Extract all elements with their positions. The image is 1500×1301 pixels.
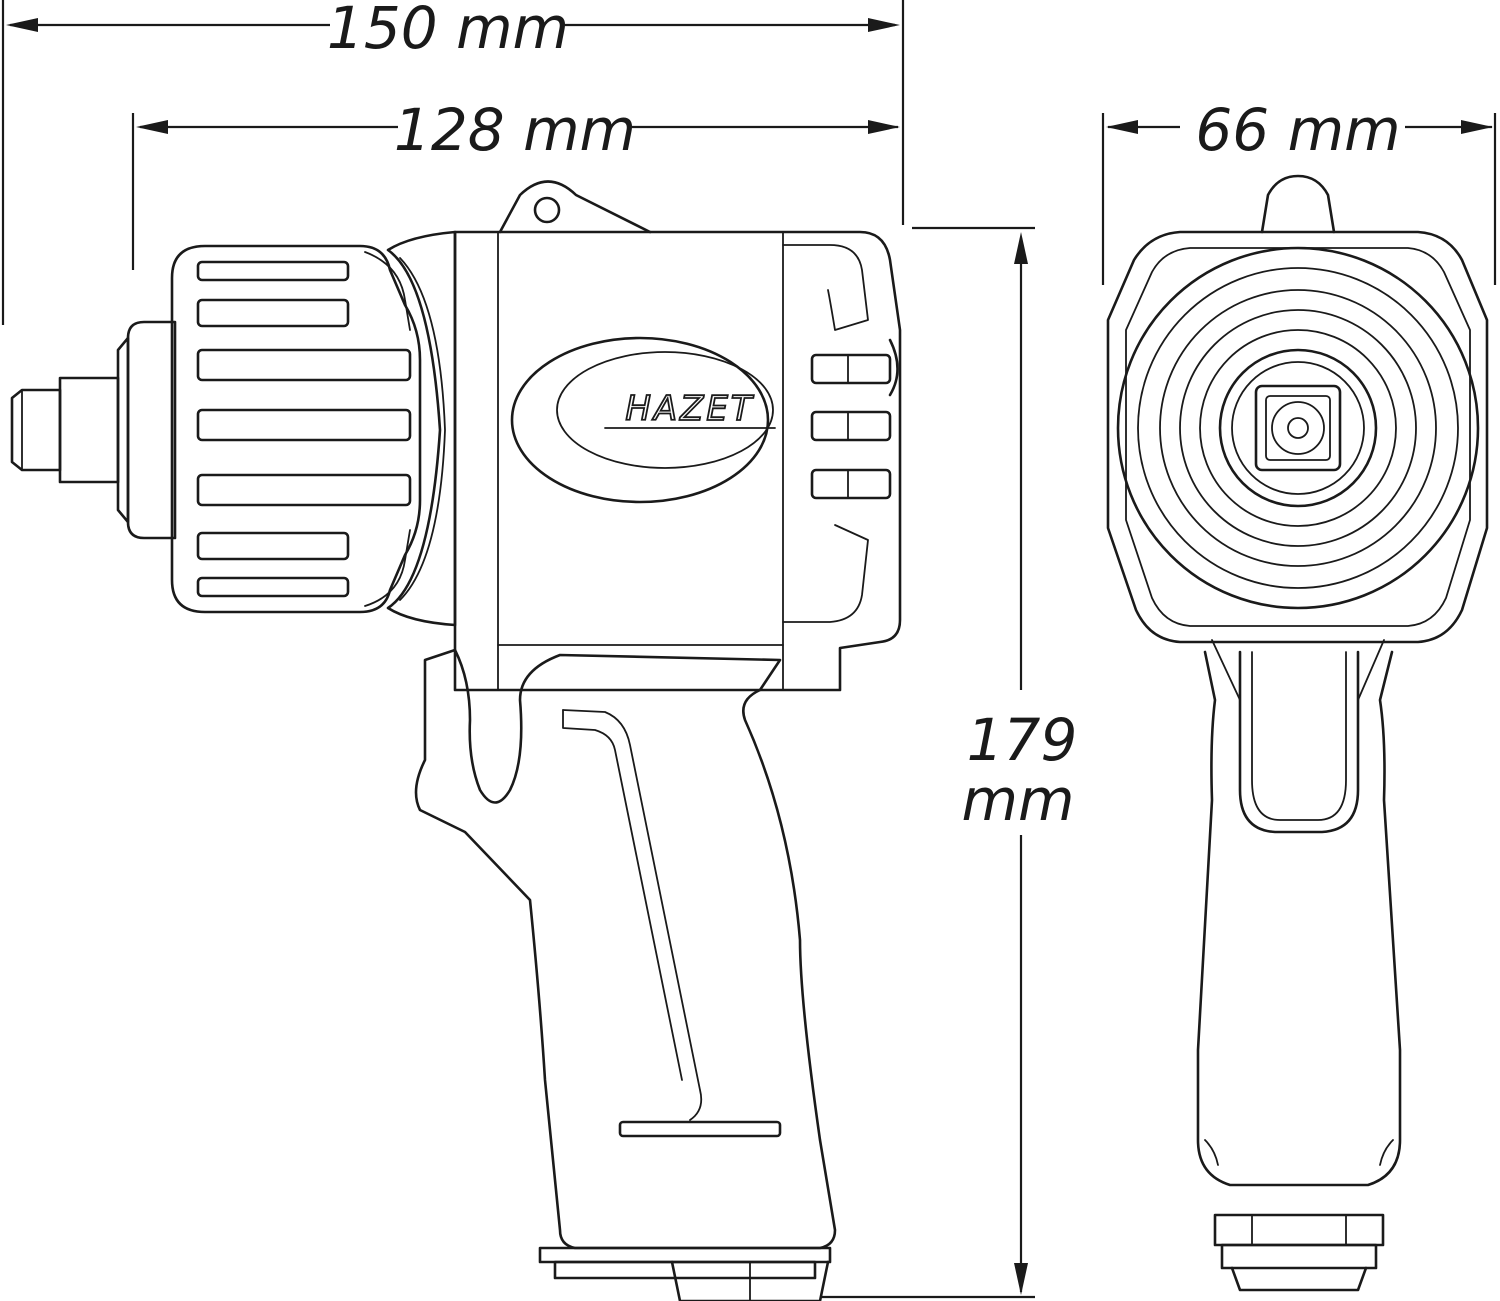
dimension-width: 66 mm [1101, 96, 1497, 285]
logo-badge: HAZET [510, 336, 776, 504]
pistol-grip [414, 648, 837, 1250]
height-unit-label: mm [962, 766, 1075, 834]
front-housing [170, 244, 422, 614]
side-view: HAZET [10, 180, 902, 1301]
front-air-inlet [1213, 1213, 1385, 1292]
front-view [1106, 174, 1489, 1292]
anvil [10, 336, 130, 524]
front-grip [1196, 639, 1402, 1187]
front-hanger-tab [1260, 174, 1336, 234]
body-length-label: 128 mm [394, 96, 636, 164]
width-label: 66 mm [1195, 96, 1400, 164]
height-value-label: 179 [967, 706, 1078, 774]
motor-body [453, 230, 902, 692]
front-nose [126, 320, 177, 540]
front-housing-outline [1106, 230, 1489, 644]
hanger-loop [498, 180, 652, 234]
dimension-overall-length: 150 mm [1, 0, 905, 325]
front-concentric-rings [1116, 246, 1480, 610]
exhaust-vents [810, 338, 899, 500]
dimension-height: 179 mm [820, 226, 1078, 1299]
dimension-body-length: 128 mm [131, 96, 900, 270]
air-inlet [538, 1246, 832, 1301]
overall-length-label: 150 mm [327, 0, 569, 62]
brand-logo-text: HAZET [625, 389, 754, 429]
housing-ring [386, 230, 457, 627]
front-square-drive [1254, 384, 1342, 472]
